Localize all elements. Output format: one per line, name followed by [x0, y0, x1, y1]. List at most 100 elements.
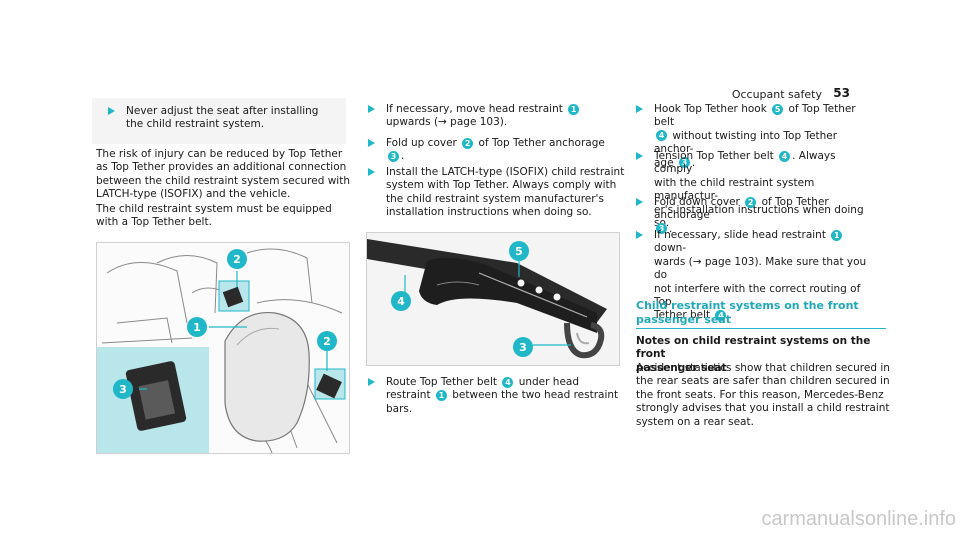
callout-label: 2 [323, 335, 331, 348]
number-badge: 4 [656, 130, 667, 142]
text-line: with the child restraint system manufact… [654, 176, 815, 203]
step-arrow-icon [368, 378, 375, 386]
figure-callout: 5 [509, 241, 529, 261]
intro-paragraph: The risk of injury can be reduced by Top… [96, 148, 356, 202]
number-badge: 3 [678, 157, 690, 169]
text-line: system with Top Tether. Always comply wi… [386, 179, 617, 192]
heading-line: passenger seat [636, 312, 731, 326]
text-fragment: of Top Tether belt [654, 103, 856, 129]
text-fragment: under head [518, 376, 580, 388]
section-divider [636, 328, 886, 329]
note-line: the child restraint system. [126, 118, 265, 131]
number-badge: 4 [779, 150, 791, 162]
text-line: The risk of injury can be reduced by Top… [96, 148, 343, 160]
number-badge: 2 [462, 137, 474, 149]
text-fragment: Hook Top Tether hook [654, 103, 767, 115]
callout-label: 5 [515, 245, 523, 258]
headrestraint-figure: 2 1 2 3 [96, 242, 350, 454]
text-fragment: Tether belt [654, 309, 711, 322]
heading-line: Child restraint systems on the front [636, 299, 859, 312]
text-line: The child restraint system must be equip… [96, 203, 332, 215]
number-badge: 1 [435, 389, 447, 401]
text-line: installation instructions when doing so. [386, 206, 592, 219]
figure-callout: 4 [391, 291, 411, 311]
text-fragment: of Top Tether anchorage [654, 196, 829, 222]
text-fragment: . Always comply [654, 150, 836, 176]
callout-label: 4 [397, 295, 405, 308]
figure-callout: 3 [513, 337, 533, 357]
text-line: upwards (→ page 103). [386, 116, 508, 129]
subheading-line: passenger seat [636, 361, 727, 374]
subheading: Notes on child restraint systems on the … [636, 335, 896, 375]
text-line: the child restraint system manufacturer'… [386, 192, 604, 205]
text-fragment: . [669, 222, 673, 235]
text-fragment: Fold up cover [386, 137, 457, 149]
text-fragment: If necessary, move head restraint [386, 103, 563, 115]
step-4: Route Top Tether belt 4 under head restr… [368, 376, 628, 416]
text-fragment: without twisting into Top Tether anchor- [654, 129, 838, 156]
requirement-paragraph: The child restraint system must be equip… [96, 203, 356, 230]
step-1: If necessary, move head restraint 1 upwa… [368, 103, 628, 130]
number-badge: 3 [388, 150, 399, 162]
step-2: Fold up cover 2 of Top Tether anchorage … [368, 137, 628, 164]
text-line: LATCH-type (ISOFIX) and the vehicle. [96, 188, 291, 201]
callout-label: 3 [119, 383, 127, 396]
text-fragment: Fold down cover [654, 196, 740, 208]
watermark: carmanualsonline.info [761, 508, 956, 530]
step-8: If necessary, slide head restraint 1 dow… [636, 229, 876, 323]
tether-hook-figure: 5 4 3 [366, 232, 620, 366]
step-arrow-icon [108, 107, 115, 115]
section-header: Occupant safety [731, 88, 822, 101]
text-line: bars. [386, 402, 413, 415]
number-badge: 3 [656, 223, 667, 235]
text-fragment: restraint [386, 389, 431, 402]
number-badge: 5 [772, 103, 784, 115]
text-line: between the child restraint system secur… [96, 174, 350, 187]
figure-callout: 3 [113, 379, 133, 399]
step-arrow-icon [368, 105, 375, 113]
note-line: Never adjust the seat after installing [126, 105, 319, 117]
note-box [92, 98, 346, 144]
figure-callout: 1 [187, 317, 207, 337]
figure-callout: 2 [317, 331, 337, 351]
text-fragment: age [654, 156, 674, 169]
text-line: the rear seats are safer than children s… [636, 375, 890, 388]
figure-callout: 2 [227, 249, 247, 269]
page-number: 53 [833, 86, 850, 100]
step-arrow-icon [368, 168, 375, 176]
step-5: Hook Top Tether hook 5 of Top Tether bel… [636, 103, 876, 170]
callout-label: 1 [193, 321, 201, 334]
text-line: the front seats. For this reason, Merced… [636, 388, 884, 401]
text-fragment: Tension Top Tether belt [654, 150, 774, 162]
step-arrow-icon [636, 105, 643, 113]
step-6: Tension Top Tether belt 4. Always comply… [636, 150, 876, 230]
text-fragment: down- [654, 242, 687, 255]
text-line: with a Top Tether belt. [96, 216, 212, 229]
number-badge: 4 [502, 376, 514, 388]
text-line: system on a rear seat. [636, 415, 754, 428]
step-3: Install the LATCH-type (ISOFIX) child re… [368, 166, 628, 220]
number-badge: 2 [745, 196, 757, 208]
step-arrow-icon [636, 231, 643, 239]
text-fragment: . [401, 150, 405, 163]
callout-label: 2 [233, 253, 241, 266]
text-line: as Top Tether provides an additional con… [96, 161, 347, 174]
step-arrow-icon [636, 198, 643, 206]
step-arrow-icon [636, 152, 643, 160]
text-fragment: Route Top Tether belt [386, 376, 498, 388]
section-heading: Child restraint systems on the front pas… [636, 299, 886, 326]
subheading-line: Notes on child restraint systems on the … [636, 335, 871, 361]
text-line: not interfere with the correct routing o… [654, 282, 861, 309]
text-line: Accident statistics show that children s… [636, 362, 890, 374]
text-fragment: . [728, 309, 732, 322]
step-7: Fold down cover 2 of Top Tether anchorag… [636, 196, 876, 236]
step-arrow-icon [368, 139, 375, 147]
number-badge: 1 [568, 103, 580, 115]
note-step: Never adjust the seat after installing t… [108, 105, 338, 132]
callout-label: 3 [519, 341, 527, 354]
text-fragment: If necessary, slide head restraint [654, 229, 826, 241]
number-badge: 4 [715, 309, 727, 321]
text-line: strongly advises that you install a chil… [636, 402, 890, 415]
text-fragment: between the two head restraint [452, 389, 619, 402]
text-fragment: of Top Tether anchorage [478, 137, 605, 149]
